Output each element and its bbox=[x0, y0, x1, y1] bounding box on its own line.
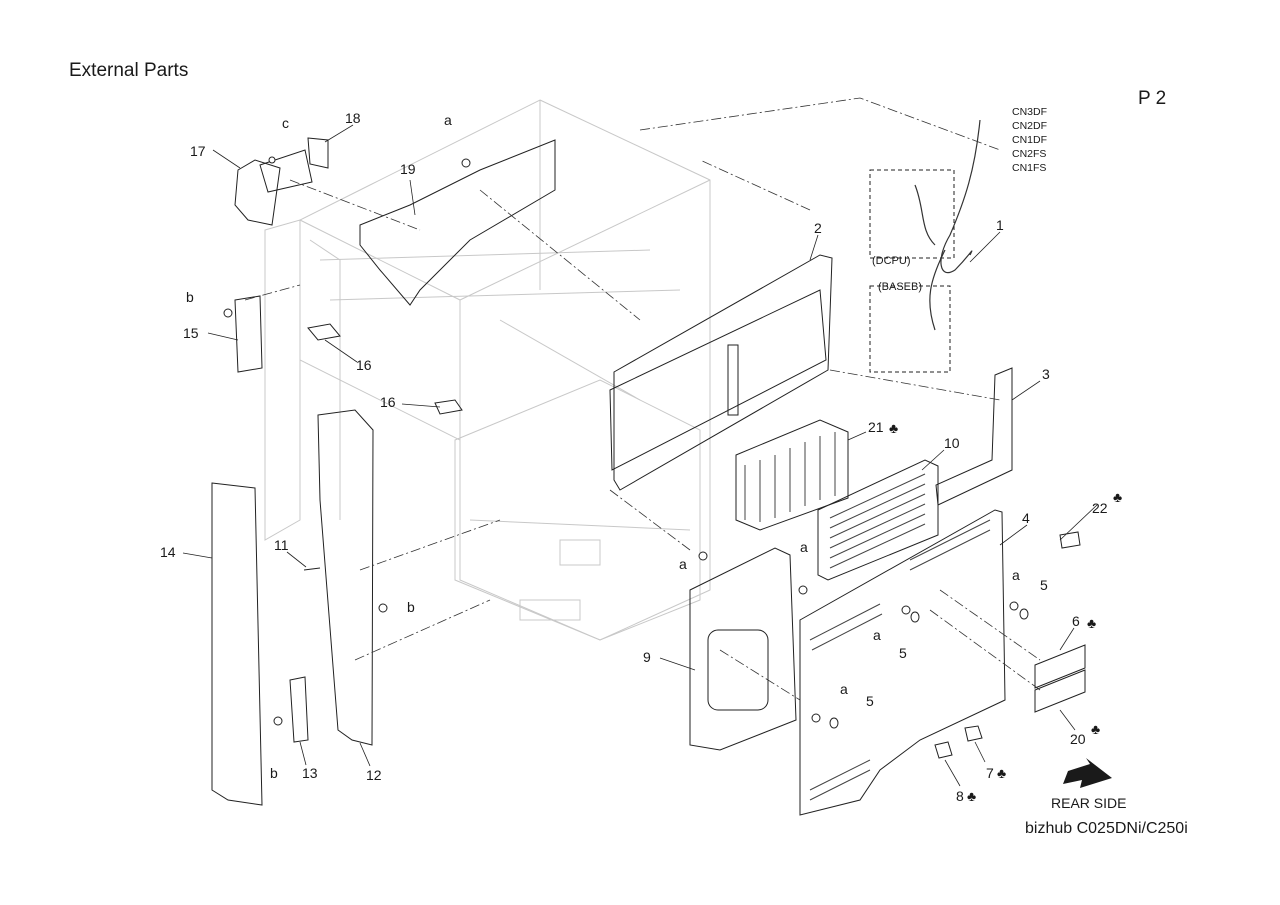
screw-callout-b: b bbox=[270, 765, 278, 781]
part-outlines bbox=[211, 137, 1086, 816]
callout-20: 20 bbox=[1070, 731, 1086, 747]
callout-2: 2 bbox=[814, 220, 822, 236]
service-marker: ♣ bbox=[967, 788, 976, 804]
callout-6: 6 bbox=[1072, 613, 1080, 629]
service-marker: ♣ bbox=[997, 765, 1006, 781]
connector-label: CN1FS bbox=[1012, 162, 1047, 174]
connector-label: CN3DF bbox=[1012, 106, 1048, 118]
screws bbox=[223, 156, 1029, 729]
callout-8: 8 bbox=[956, 788, 964, 804]
dcpu-label: (DCPU) bbox=[872, 255, 911, 267]
screw-callout-a: a bbox=[873, 627, 881, 643]
rear-side-label: REAR SIDE bbox=[1051, 795, 1127, 811]
callout-18: 18 bbox=[345, 110, 361, 126]
leader-lines bbox=[182, 124, 1098, 787]
screw-callout-a: a bbox=[1012, 567, 1020, 583]
connector-label: CN2DF bbox=[1012, 120, 1048, 132]
callout-16: 16 bbox=[356, 357, 372, 373]
callout-16: 16 bbox=[380, 394, 396, 410]
callout-21: 21 bbox=[868, 419, 884, 435]
callout-5: 5 bbox=[1040, 577, 1048, 593]
screw-callout-b: b bbox=[186, 289, 194, 305]
wire-harness bbox=[914, 119, 981, 331]
callout-4: 4 bbox=[1022, 510, 1030, 526]
callout-labels: 1 2 3 4 5 5 5 6 7 8 9 10 11 12 13 14 15 … bbox=[160, 110, 1122, 804]
connector-label: CN1DF bbox=[1012, 134, 1048, 146]
callout-7: 7 bbox=[986, 765, 994, 781]
baseb-label: (BASEB) bbox=[878, 281, 922, 293]
callout-10: 10 bbox=[944, 435, 960, 451]
screw-callout-a: a bbox=[840, 681, 848, 697]
rear-side-arrow bbox=[1063, 758, 1112, 788]
screw-callout-b: b bbox=[407, 599, 415, 615]
callout-19: 19 bbox=[400, 161, 416, 177]
callout-1: 1 bbox=[996, 217, 1004, 233]
service-marker: ♣ bbox=[1113, 489, 1122, 505]
service-marker: ♣ bbox=[1087, 615, 1096, 631]
screw-callout-c: c bbox=[282, 115, 289, 131]
screw-callout-a: a bbox=[800, 539, 808, 555]
connector-label: CN2FS bbox=[1012, 148, 1047, 160]
page-number: P 2 bbox=[1138, 88, 1167, 109]
callout-22: 22 bbox=[1092, 500, 1108, 516]
callout-13: 13 bbox=[302, 765, 318, 781]
callout-14: 14 bbox=[160, 544, 176, 560]
screw-callout-a: a bbox=[679, 556, 687, 572]
callout-17: 17 bbox=[190, 143, 206, 159]
service-marker: ♣ bbox=[1091, 721, 1100, 737]
page-title: External Parts bbox=[69, 60, 189, 81]
screw-callout-a: a bbox=[444, 112, 452, 128]
callout-12: 12 bbox=[366, 767, 382, 783]
model-name: bizhub C025DNi/C250i bbox=[1025, 820, 1188, 837]
callout-15: 15 bbox=[183, 325, 199, 341]
harness-detail-boxes bbox=[869, 169, 955, 373]
assembly-lines bbox=[244, 97, 1041, 701]
service-marker: ♣ bbox=[889, 420, 898, 436]
callout-3: 3 bbox=[1042, 366, 1050, 382]
callout-9: 9 bbox=[643, 649, 651, 665]
callout-5: 5 bbox=[899, 645, 907, 661]
callout-5: 5 bbox=[866, 693, 874, 709]
main-frame-outline bbox=[264, 99, 711, 641]
callout-11: 11 bbox=[274, 537, 289, 553]
